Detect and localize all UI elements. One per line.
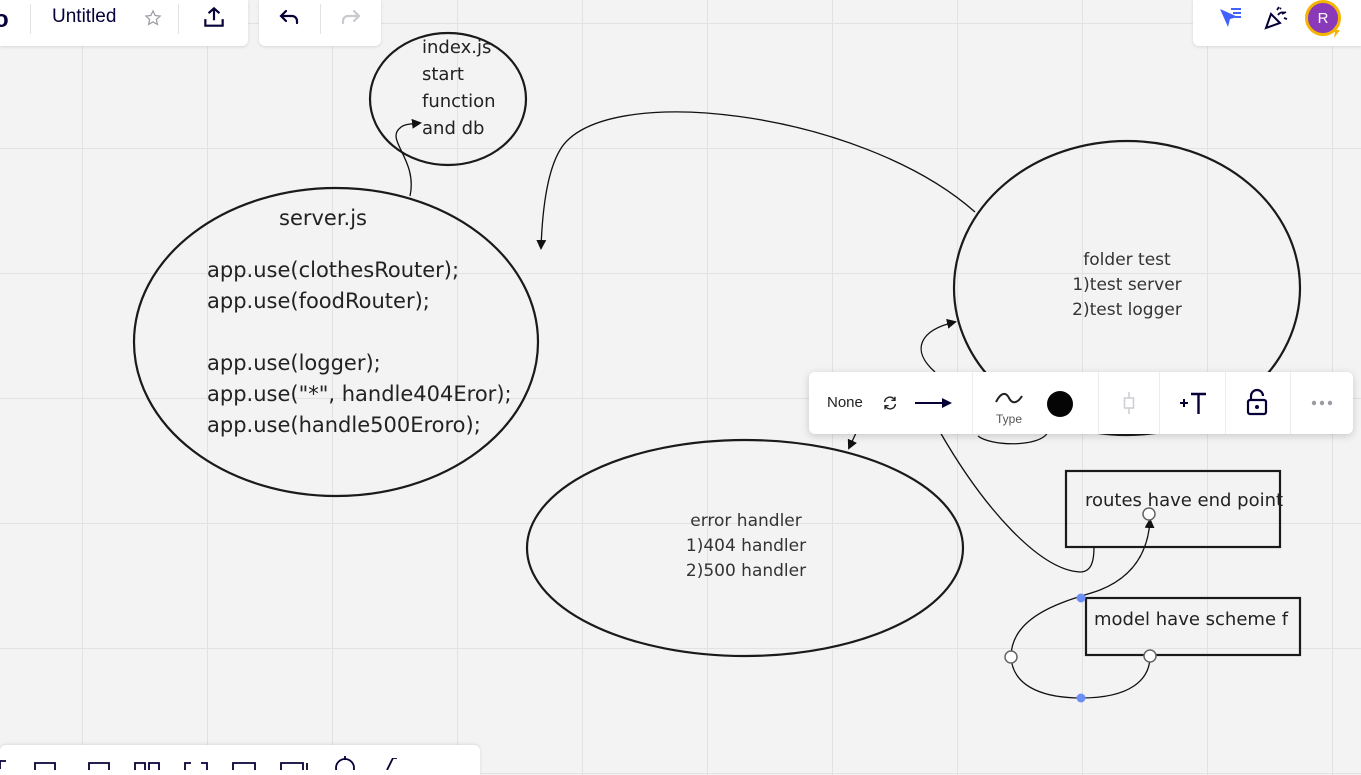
code-line: app.use(logger); (207, 351, 381, 375)
divider (30, 4, 31, 34)
lock-icon[interactable] (1245, 388, 1269, 416)
connector-handle[interactable] (1004, 650, 1018, 664)
lightning-badge-icon (1329, 24, 1343, 38)
folder-test-line: folder test (1083, 250, 1171, 270)
connector-handle[interactable] (1142, 507, 1156, 521)
index-line: function (422, 91, 496, 112)
star-icon[interactable] (142, 7, 164, 29)
error-handler-shape[interactable] (525, 438, 965, 658)
error-handler-line: error handler (690, 511, 802, 531)
type-label: Type (996, 412, 1023, 426)
divider (1225, 372, 1226, 434)
curve-type-icon[interactable] (993, 390, 1025, 410)
swap-icon[interactable] (879, 392, 901, 414)
connector-context-toolbar: None Type (809, 372, 1353, 434)
start-cap-select[interactable]: None (827, 394, 863, 411)
index-js-shape[interactable] (368, 31, 528, 167)
connector-to-folder[interactable] (920, 318, 957, 373)
user-avatar[interactable]: R (1305, 0, 1341, 36)
code-line (207, 317, 512, 348)
code-line: app.use(foodRouter); (207, 289, 430, 313)
divider (1159, 372, 1160, 434)
pen-icon[interactable] (382, 757, 402, 771)
error-handler-line: 2)500 handler (685, 561, 807, 581)
color-dot-icon[interactable] (1045, 389, 1075, 419)
error-handler-line: 1)404 handler (685, 536, 807, 556)
connector-midpoint-handle[interactable] (1076, 593, 1086, 603)
undo-icon[interactable] (275, 4, 303, 32)
add-text-icon[interactable] (1177, 389, 1209, 417)
celebrate-icon[interactable] (1261, 3, 1291, 33)
template-icon[interactable] (132, 759, 162, 771)
history-controls (259, 0, 381, 46)
index-js-text: index.js start function and db (422, 34, 496, 142)
folder-test-line: 1)test server (1072, 275, 1182, 295)
routes-shape[interactable] (1064, 469, 1282, 549)
board-title[interactable]: Untitled (52, 6, 117, 27)
bottom-toolbar (0, 745, 480, 775)
connector-folder-to-server[interactable] (536, 111, 976, 250)
avatar-initial: R (1317, 9, 1329, 27)
tool-icon[interactable] (0, 759, 8, 769)
divider (1098, 372, 1099, 434)
sticky-note-icon[interactable] (32, 759, 58, 771)
divider (178, 4, 179, 34)
top-bar-left: o Untitled (0, 0, 248, 46)
index-line: start (422, 64, 464, 85)
connector-routes-to-error[interactable] (939, 431, 1095, 573)
server-js-title: server.js (279, 206, 367, 230)
model-text: model have scheme f (1094, 609, 1289, 630)
top-bar-right: R (1193, 0, 1361, 46)
code-line: app.use("*", handle404Eror); (207, 382, 512, 406)
connector-tool-icon[interactable] (330, 755, 360, 771)
connector-selected-loop[interactable] (1010, 655, 1151, 699)
divider (1290, 372, 1291, 434)
logo-icon[interactable]: o (0, 6, 9, 33)
connector-handle[interactable] (1143, 649, 1157, 663)
share-upload-icon[interactable] (200, 3, 228, 31)
folder-test-line: 2)test logger (1072, 300, 1182, 320)
server-js-code: app.use(clothesRouter); app.use(foodRout… (207, 255, 512, 441)
connector-to-error-handler[interactable] (847, 432, 857, 450)
folder-test-text: folder test 1)test server 2)test logger (1027, 248, 1227, 323)
divider (972, 372, 973, 434)
frame-icon[interactable] (182, 759, 210, 771)
folder-test-shape[interactable] (952, 139, 1302, 437)
cursor-filter-icon[interactable] (1215, 3, 1245, 33)
connector-server-to-index[interactable] (395, 118, 422, 197)
error-handler-text: error handler 1)404 handler 2)500 handle… (646, 509, 846, 584)
connector-midpoint-handle[interactable] (1076, 693, 1086, 703)
routes-text: routes have end point (1085, 490, 1284, 511)
more-icon[interactable] (1309, 394, 1335, 412)
code-line: app.use(handle500Eroro); (207, 413, 481, 437)
connector-model-to-routes[interactable] (1010, 518, 1155, 658)
index-line: and db (422, 118, 485, 139)
code-line: app.use(clothesRouter); (207, 258, 460, 282)
text-icon[interactable] (278, 759, 312, 771)
divider (320, 4, 321, 34)
shape-icon[interactable] (86, 759, 112, 771)
connector-point-icon[interactable] (1120, 392, 1138, 414)
server-js-shape[interactable] (132, 186, 540, 498)
index-line: index.js (422, 37, 492, 58)
model-shape[interactable] (1084, 596, 1302, 657)
connector-loop-bottom[interactable] (977, 431, 1049, 445)
redo-icon[interactable] (337, 4, 365, 32)
arrow-end-icon[interactable] (913, 390, 955, 416)
comment-icon[interactable] (230, 759, 258, 771)
